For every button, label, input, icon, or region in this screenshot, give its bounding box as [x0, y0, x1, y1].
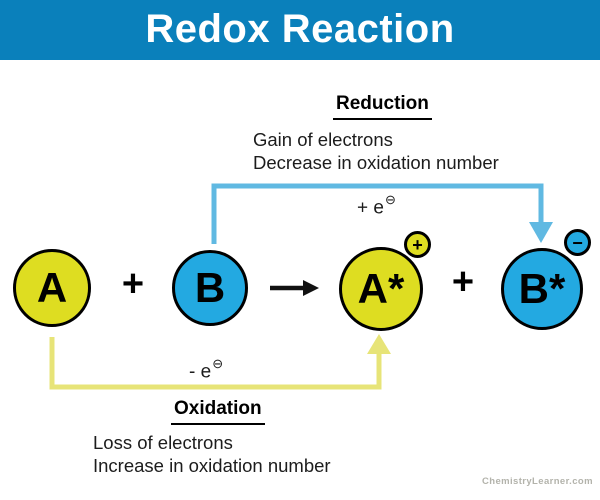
reactant-b-circle: B: [172, 250, 248, 326]
ominus-symbol: ⊖: [212, 356, 224, 371]
positive-charge-badge: +: [404, 231, 431, 258]
oxidation-description: Loss of electrons Increase in oxidation …: [93, 431, 331, 477]
product-a-star-label: A*: [357, 265, 405, 312]
reactant-a-circle: A: [13, 249, 91, 327]
watermark: ChemistryLearner.com: [482, 476, 593, 487]
oxidation-heading: Oxidation: [171, 398, 265, 425]
reactant-b-label: B: [194, 264, 226, 311]
reduction-description: Gain of electrons Decrease in oxidation …: [253, 128, 499, 174]
reaction-arrowhead-icon: [303, 280, 319, 296]
oxidation-arrowhead-icon: [367, 334, 391, 354]
oxidation-arrow-path: [49, 337, 382, 390]
reduction-line-2: Decrease in oxidation number: [253, 152, 499, 173]
reduction-arrowhead-icon: [529, 222, 553, 243]
title-banner: Redox Reaction: [0, 0, 600, 60]
negative-charge-badge: −: [564, 229, 591, 256]
reactant-a-label: A: [36, 264, 68, 311]
reduction-line-1: Gain of electrons: [253, 129, 393, 150]
product-b-star-label: B*: [518, 265, 566, 312]
product-b-star-circle: B*: [501, 248, 583, 330]
reduction-arrow-path: [211, 183, 544, 244]
gain-electron-label: + e⊖: [357, 192, 396, 219]
page-title: Redox Reaction: [145, 7, 455, 51]
oxidation-line-1: Loss of electrons: [93, 432, 233, 453]
lose-electron-label: - e⊖: [189, 356, 224, 383]
product-a-star-circle: A*: [339, 247, 423, 331]
plus-operator-2: +: [451, 261, 475, 303]
gain-electron-text: + e: [357, 197, 384, 219]
plus-operator-1: +: [121, 263, 145, 305]
ominus-symbol: ⊖: [384, 192, 396, 207]
reduction-heading: Reduction: [333, 93, 432, 120]
lose-electron-text: - e: [189, 361, 212, 383]
oxidation-line-2: Increase in oxidation number: [93, 455, 331, 476]
